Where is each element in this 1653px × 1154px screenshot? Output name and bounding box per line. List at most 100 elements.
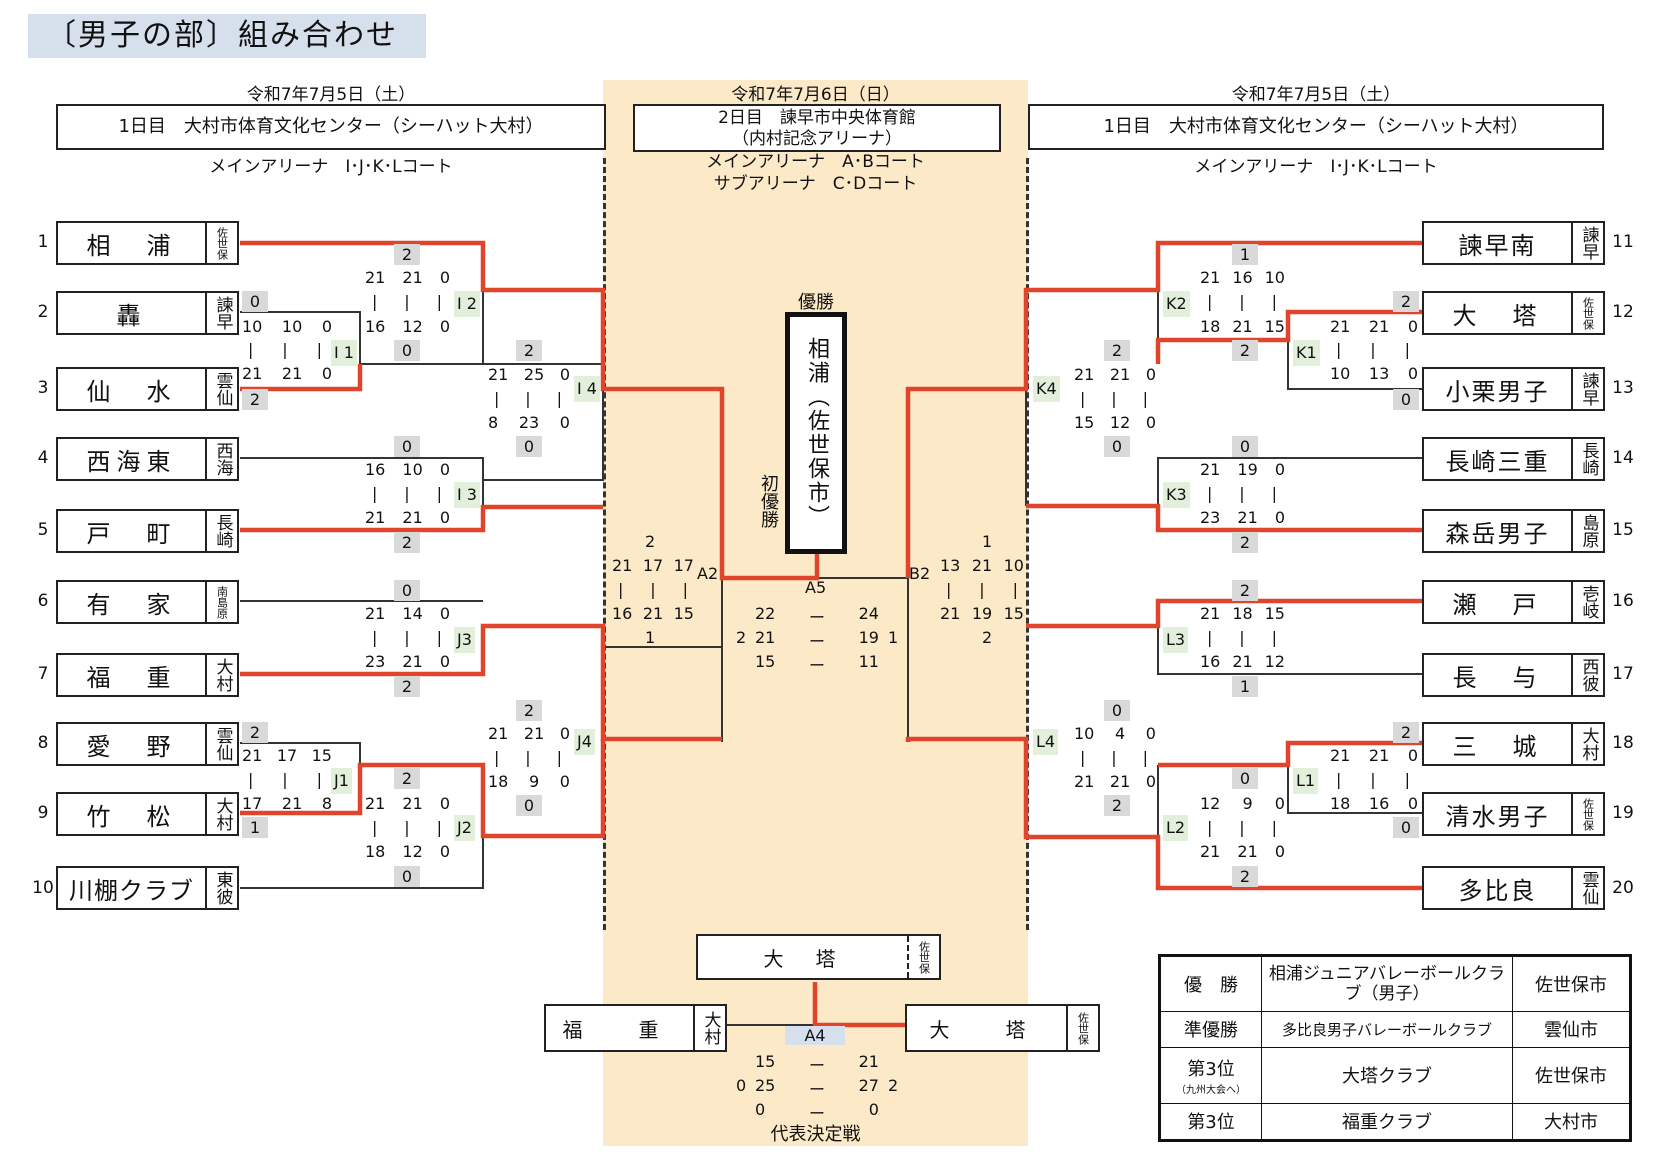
team-box[interactable]: 多比良雲仙 [1422,866,1605,910]
score: 13 [1368,364,1390,383]
set-count: 0 [242,291,268,312]
third-winner-box[interactable]: 大 塔佐世保 [696,934,941,980]
team-box[interactable]: 諫早南諫早 [1422,221,1605,265]
team-box[interactable]: 瀬 戸壱岐 [1422,580,1605,624]
score-dash-row: ||| [1336,770,1410,789]
score: 21 [402,652,423,671]
set-count: 1 [645,628,656,647]
center-court-line1: メインアリーナ A･Bコート [706,152,925,172]
score: 0 [868,1100,879,1119]
score: 21 [1200,842,1221,861]
score: 16 [612,604,633,623]
score: 15 [673,604,694,623]
score: 10 [1330,364,1351,383]
score: 21 [242,364,263,383]
score: 21 [365,794,386,813]
team-name: 相 浦 [86,231,177,260]
score: 21 [523,724,545,743]
set-count: 2 [888,1076,899,1095]
score-dash: ー [808,1104,825,1123]
seed: 7 [37,664,49,684]
center-court: メインアリーナ A･Bコート サブアリーナ C･Dコート [603,151,1028,195]
score: 14 [402,604,423,623]
team-box[interactable]: 愛 野雲仙 [56,722,239,766]
set-count: 2 [394,676,420,697]
seed: 6 [37,591,49,611]
score: 21 [612,556,633,575]
team-name: 瀬 戸 [1452,590,1543,619]
team-box[interactable]: 長 与西彼 [1422,653,1605,697]
match-label-I4: I 4 [574,376,600,402]
table-row: 第3位 福重クラブ 大村市 [1159,1102,1631,1142]
score: 12 [1264,652,1285,671]
score: 15 [755,1052,776,1071]
set-count: 2 [242,389,268,410]
team-box[interactable]: 仙 水雲仙 [56,367,239,411]
set-count: 2 [394,768,420,789]
score: 0 [1407,317,1418,336]
score: 0 [1407,794,1418,813]
team-name: 小栗男子 [1445,377,1550,406]
score: 15 [1264,604,1285,623]
third-right-box[interactable]: 大 塔佐世保 [905,1004,1100,1052]
team-box[interactable]: 戸 町長崎 [56,509,239,553]
team-box[interactable]: 大 塔佐世保 [1422,291,1605,335]
match-label-L4: L4 [1033,729,1059,755]
set-count: 2 [1393,291,1419,312]
team-box[interactable]: 福 重大村 [56,653,239,697]
score-dash-row: ||| [248,340,322,359]
team-box[interactable]: 相 浦佐世保 [56,221,239,265]
team-box[interactable]: 竹 松大村 [56,792,239,836]
score: 10 [1264,268,1285,287]
seed: 20 [1612,878,1634,898]
set-count: 0 [394,436,420,457]
score: 8 [321,794,332,813]
score: 18 [365,842,386,861]
team-box[interactable]: 有 家南島原 [56,580,239,624]
match-label-I3: I 3 [454,482,480,508]
team-box[interactable]: 長崎三重長崎 [1422,437,1605,481]
score: 21 [1368,317,1390,336]
team-region: 雲仙 [1571,868,1603,908]
score: 16 [1232,268,1253,287]
seed: 11 [1612,232,1634,252]
team-cell: 多比良男子バレーボールクラブ [1261,1010,1513,1048]
team-box[interactable]: 轟諫早 [56,291,239,335]
match-label-L2: L2 [1163,815,1189,841]
city-cell: 佐世保市 [1512,955,1631,1012]
team-box[interactable]: 川棚クラブ東彼 [56,866,239,910]
left-court: メインアリーナ I･J･K･Lコート [209,157,453,177]
team-name: 福 重 [562,1017,677,1042]
team-box[interactable]: 西海東西海 [56,437,239,481]
team-box[interactable]: 三 城大村 [1422,722,1605,766]
team-region: 佐世保 [907,936,939,978]
team-name: 竹 松 [86,802,177,831]
bracket-winner-lines [240,240,1422,1028]
score-dash-row: ||| [372,628,442,647]
team-box[interactable]: 清水男子佐世保 [1422,792,1605,836]
team-box[interactable]: 小栗男子諫早 [1422,367,1605,411]
score: 0 [439,508,450,527]
score: 15 [1264,317,1285,336]
score: 0 [1145,365,1156,384]
third-left-box[interactable]: 福 重大村 [544,1004,727,1052]
table-row: 準優勝 多比良男子バレーボールクラブ 雲仙市 [1159,1010,1631,1048]
score: 21 [858,1052,879,1071]
set-count: 1 [982,532,993,551]
set-count: 2 [394,244,420,265]
team-box[interactable]: 森岳男子島原 [1422,509,1605,553]
seed: 18 [1612,733,1634,753]
match-label-K1: K1 [1293,340,1320,366]
score-dash-row: ||| [372,818,442,837]
score: 10 [1003,556,1024,575]
